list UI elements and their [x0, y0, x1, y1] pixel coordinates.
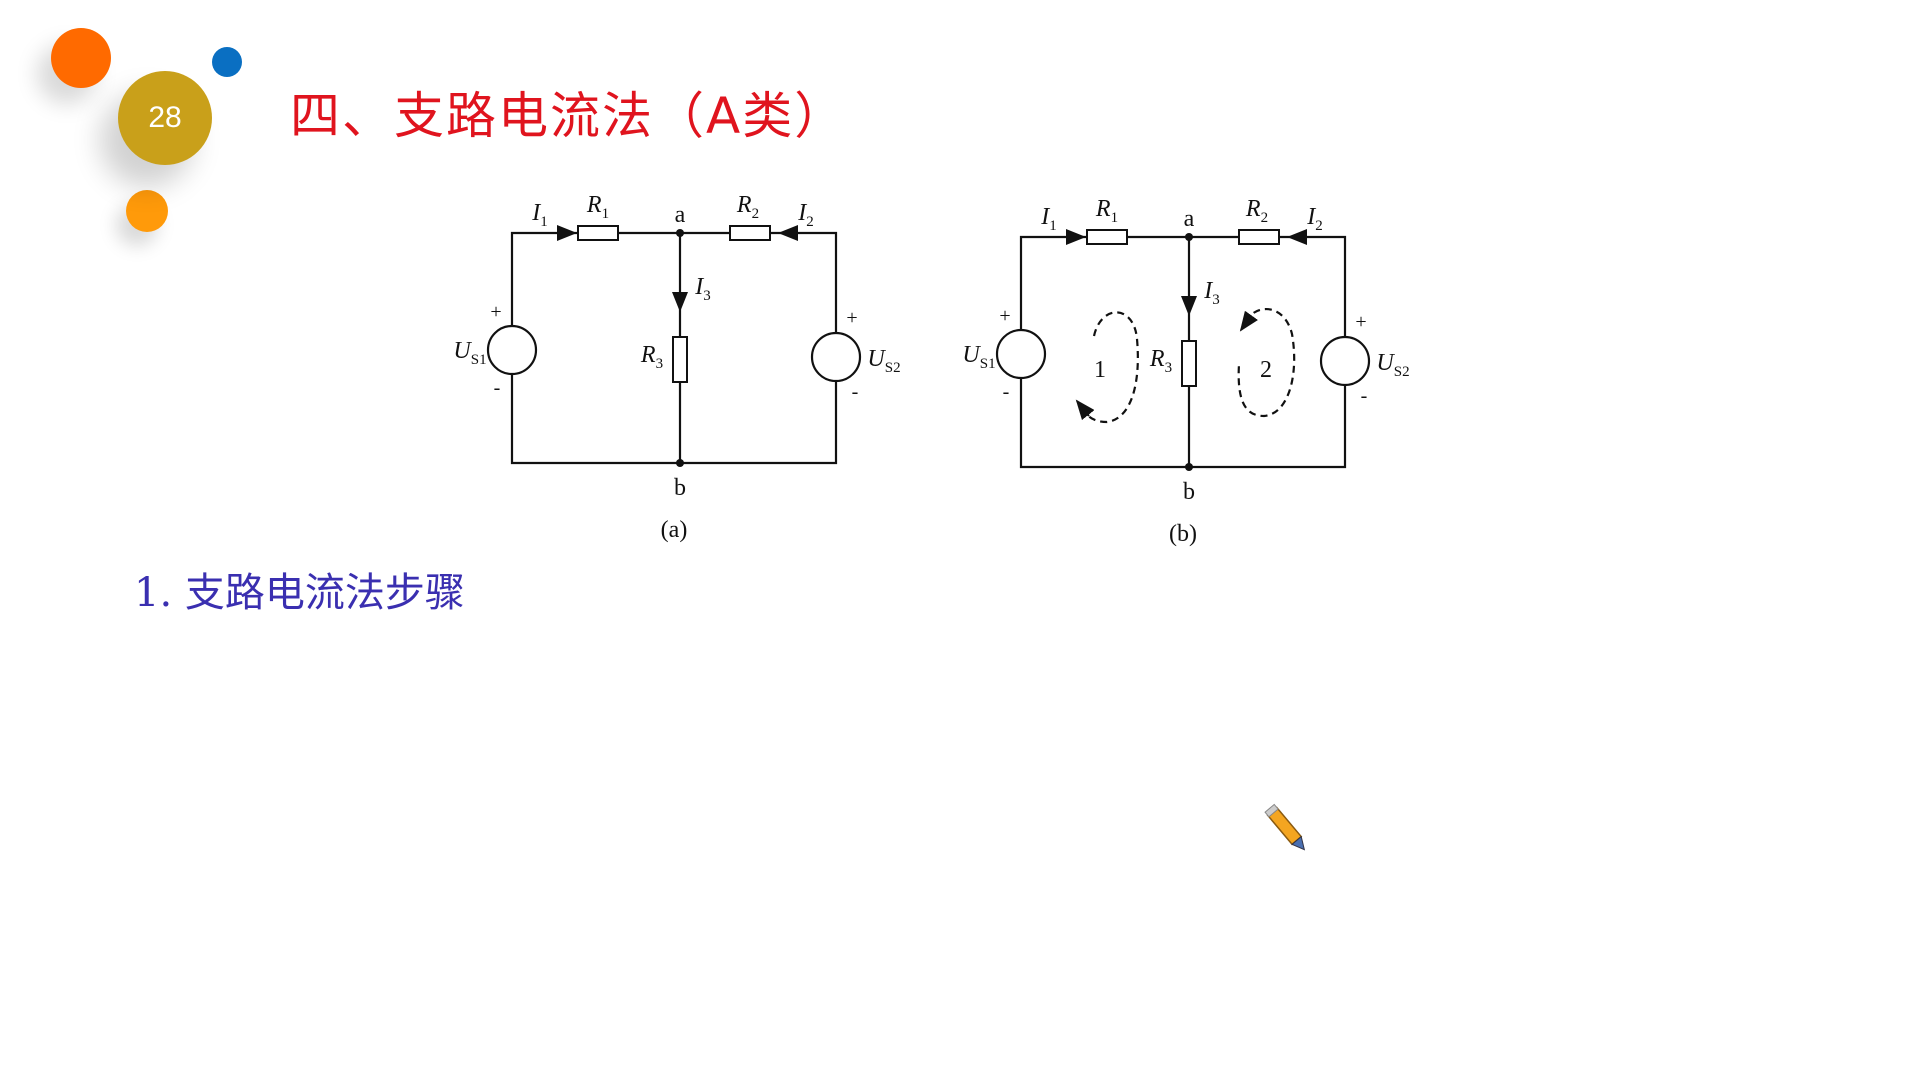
- minus-us2: -: [1361, 385, 1368, 407]
- label-node-b: b: [674, 475, 686, 501]
- resistor-r3: [1181, 340, 1197, 387]
- label-us1: US1: [453, 338, 486, 368]
- label-r2: R2: [1245, 196, 1268, 226]
- label-r3: R3: [640, 342, 663, 372]
- mesh-loop-2-arrow: [1239, 310, 1258, 332]
- resistor-r3: [672, 336, 688, 383]
- mesh-label-2: 2: [1260, 357, 1272, 383]
- label-node-a: a: [675, 202, 686, 228]
- circuit-caption: (a): [661, 517, 688, 543]
- mesh-loop-1-arrow: [1075, 399, 1095, 421]
- label-i3: I3: [694, 274, 711, 304]
- label-us2: US2: [867, 346, 900, 376]
- label-i2: I2: [797, 200, 814, 230]
- plus-us2: +: [846, 307, 857, 329]
- voltage-source-us2: [1319, 335, 1371, 387]
- label-r1: R1: [1095, 196, 1118, 226]
- section-heading: 1. 支路电流法步骤: [134, 570, 465, 616]
- label-r3: R3: [1149, 346, 1172, 376]
- node-a-dot: [1185, 233, 1193, 241]
- voltage-source-us1: [486, 324, 538, 376]
- label-i3: I3: [1203, 278, 1220, 308]
- label-i1: I1: [1040, 204, 1057, 234]
- decor-orange-circle: [51, 28, 111, 88]
- slide-title: 四、支路电流法（A类）: [290, 87, 847, 145]
- plus-us1: +: [490, 301, 501, 323]
- label-r1: R1: [586, 192, 609, 222]
- plus-us1: +: [999, 305, 1010, 327]
- resistor-r2: [1238, 229, 1280, 245]
- pencil-icon[interactable]: [1262, 802, 1312, 857]
- minus-us1: -: [494, 377, 501, 399]
- label-i2: I2: [1306, 204, 1323, 234]
- voltage-source-us2: [810, 331, 862, 383]
- label-us1: US1: [962, 342, 995, 372]
- label-us2: US2: [1376, 350, 1409, 380]
- mesh-label-1: 1: [1094, 357, 1106, 383]
- label-node-a: a: [1184, 206, 1195, 232]
- node-b-dot: [1185, 463, 1193, 471]
- resistor-r2: [729, 225, 771, 241]
- minus-us2: -: [852, 381, 859, 403]
- mesh-loop-2: [1237, 308, 1296, 418]
- label-node-b: b: [1183, 479, 1195, 505]
- decor-light-orange-circle: [126, 190, 168, 232]
- decor-blue-circle: [212, 47, 242, 77]
- circuit-caption: (b): [1169, 521, 1197, 547]
- slide-number-badge: 28: [118, 71, 212, 165]
- voltage-source-us1: [995, 328, 1047, 380]
- node-a-dot: [676, 229, 684, 237]
- mesh-loop-1: [1079, 311, 1139, 424]
- node-b-dot: [676, 459, 684, 467]
- label-r2: R2: [736, 192, 759, 222]
- resistor-r1: [1086, 229, 1128, 245]
- resistor-r1: [577, 225, 619, 241]
- label-i1: I1: [531, 200, 548, 230]
- plus-us2: +: [1355, 311, 1366, 333]
- minus-us1: -: [1003, 381, 1010, 403]
